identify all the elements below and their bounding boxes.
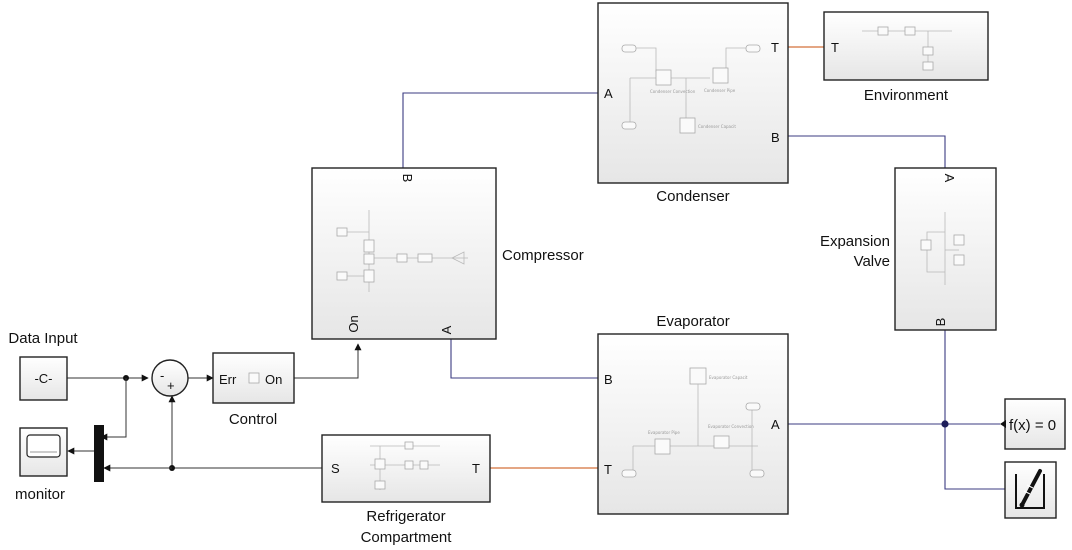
sum-plus-sign: + — [167, 378, 175, 393]
evaporator-label: Evaporator — [656, 313, 729, 330]
environment-block[interactable]: T Environment — [823, 11, 989, 104]
evaporator-port-a: A — [771, 417, 780, 432]
evaporator-convection-label: Evaporator Convection — [708, 424, 754, 429]
monitor-block[interactable]: monitor — [15, 427, 68, 503]
valve-port-b: B — [933, 318, 948, 327]
fridge-port-s: S — [331, 461, 340, 476]
fluid-properties-block[interactable] — [1004, 461, 1057, 519]
line-compressor-evaporator[interactable] — [450, 339, 598, 379]
fluid-properties-icon — [1015, 469, 1045, 509]
solver-label: f(x) = 0 — [1009, 417, 1056, 434]
environment-internal-schematic — [862, 26, 952, 71]
data-input-label: Data Input — [8, 330, 78, 347]
fridge-label-line2: Compartment — [361, 529, 453, 546]
control-port-on: On — [265, 372, 282, 387]
connection-lines — [67, 46, 1005, 490]
data-input-value: -C- — [34, 371, 52, 386]
control-label: Control — [229, 411, 277, 428]
fridge-internal-schematic — [370, 441, 440, 490]
valve-label-line2: Valve — [854, 253, 890, 270]
line-compressor-condenser[interactable] — [402, 92, 598, 168]
condenser-capacity-label: Condenser Capacit — [698, 124, 736, 129]
evaporator-block[interactable]: Evaporator Capacit Evaporator Pipe Evapo… — [597, 313, 789, 515]
compressor-port-on: On — [346, 315, 361, 332]
valve-label-line1: Expansion — [820, 233, 890, 250]
refrigerator-compartment-block[interactable]: S T Refrigerator Compartment — [321, 434, 491, 546]
line-fridge-feedback[interactable] — [168, 395, 322, 469]
control-internal-icon — [248, 372, 260, 384]
scope-icon — [26, 434, 61, 458]
compressor-label: Compressor — [502, 247, 584, 264]
valve-internal-schematic — [920, 212, 965, 285]
line-junction-fluid-props[interactable] — [944, 424, 1005, 490]
valve-port-a: A — [942, 174, 957, 183]
fridge-label-line1: Refrigerator — [366, 508, 445, 525]
fridge-port-t: T — [472, 461, 480, 476]
condenser-port-b: B — [771, 130, 780, 145]
condenser-label: Condenser — [656, 188, 729, 205]
expansion-valve-block[interactable]: A B Expansion Valve — [820, 167, 997, 331]
condenser-block[interactable]: Condenser Convection Condenser Pipe Cond… — [597, 2, 789, 205]
data-input-block[interactable]: -C- Data Input — [8, 330, 78, 401]
control-block[interactable]: Err On Control — [212, 352, 295, 428]
sum-minus-sign: - — [160, 368, 164, 383]
evaporator-port-t: T — [604, 462, 612, 477]
solver-configuration-block[interactable]: f(x) = 0 — [1000, 398, 1066, 450]
line-control-compressor[interactable] — [294, 343, 362, 379]
line-branch-mux[interactable] — [100, 378, 127, 441]
compressor-port-a: A — [439, 325, 454, 334]
condenser-port-a: A — [604, 86, 613, 101]
evaporator-pipe-label: Evaporator Pipe — [648, 430, 680, 435]
environment-label: Environment — [864, 87, 949, 104]
condenser-convection-label: Condenser Convection — [650, 89, 696, 94]
evaporator-capacity-label: Evaporator Capacit — [709, 375, 748, 380]
condenser-internal-schematic: Condenser Convection Condenser Pipe Cond… — [621, 44, 761, 134]
sum-block[interactable]: - + — [151, 359, 189, 397]
compressor-block[interactable]: B On A Compressor — [311, 167, 584, 340]
mux-block[interactable] — [94, 425, 104, 482]
evaporator-internal-schematic: Evaporator Capacit Evaporator Pipe Evapo… — [621, 367, 765, 478]
compressor-internal-schematic — [336, 210, 468, 292]
evaporator-port-b: B — [604, 372, 613, 387]
monitor-label: monitor — [15, 486, 65, 503]
condenser-port-t: T — [771, 40, 779, 55]
junction-dot — [941, 420, 949, 428]
line-condenser-valve[interactable] — [788, 135, 946, 168]
control-port-err: Err — [219, 372, 237, 387]
condenser-pipe-label: Condenser Pipe — [704, 88, 736, 93]
compressor-port-b: B — [400, 174, 415, 183]
environment-port-t: T — [831, 40, 839, 55]
